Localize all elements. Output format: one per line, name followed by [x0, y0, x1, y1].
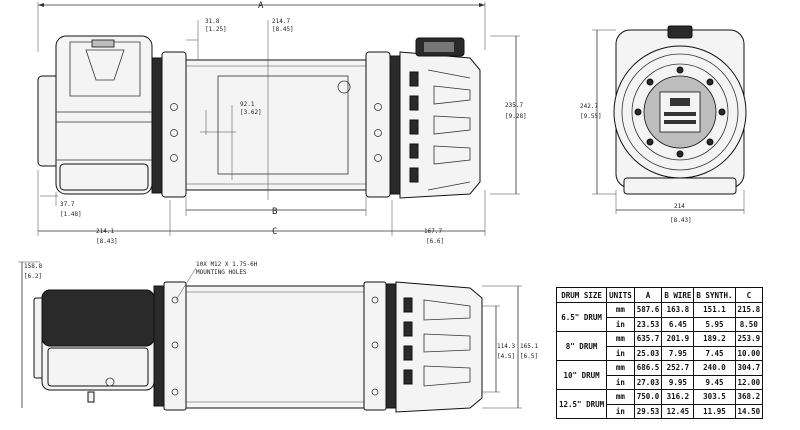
- table-cell: 5.95: [693, 316, 736, 332]
- end-view: 242.7 [9.55] 214 [8.43]: [580, 25, 747, 224]
- table-row: 6.5" DRUM mm 587.6 163.8 151.1 215.8: [555, 302, 764, 332]
- table-cell: 240.0: [693, 360, 736, 376]
- drum-size-spec-table: DRUM SIZE UNITS A B WIRE B SYNTH. C 6.5"…: [555, 287, 764, 419]
- table-cell: 7.95: [661, 345, 695, 361]
- svg-text:92.1: 92.1: [240, 101, 255, 108]
- table-cell: 252.7: [661, 360, 695, 376]
- table-cell: 303.5: [693, 389, 736, 405]
- table-cell: 12.00: [734, 374, 764, 390]
- svg-text:[4.5]: [4.5]: [497, 353, 515, 360]
- table-cell: 163.8: [661, 302, 695, 318]
- table-cell: 316.2: [661, 389, 695, 405]
- table-cell: 189.2: [693, 331, 736, 347]
- unit-cell: in: [606, 403, 635, 419]
- table-cell: 9.95: [661, 374, 695, 390]
- svg-text:[3.62]: [3.62]: [240, 109, 262, 116]
- drum-size-cell: 6.5" DRUM: [555, 302, 608, 332]
- table-row: 12.5" DRUM mm 750.0 316.2 303.5 368.2: [555, 389, 764, 419]
- table-cell: 750.0: [633, 389, 663, 405]
- svg-text:235.7: 235.7: [505, 102, 523, 109]
- unit-cell: in: [606, 345, 635, 361]
- drum-bottom: [185, 285, 365, 409]
- svg-text:C: C: [272, 227, 277, 237]
- svg-text:[8.43]: [8.43]: [670, 217, 692, 224]
- svg-text:214: 214: [674, 203, 685, 210]
- table-row: 10" DRUM mm 686.5 252.7 240.0 304.7: [555, 360, 764, 390]
- unit-cell: mm: [606, 331, 635, 347]
- table-cell: 304.7: [734, 360, 764, 376]
- dim-a-label: A: [258, 1, 264, 11]
- column-header: A: [633, 287, 663, 303]
- svg-text:[9.55]: [9.55]: [580, 113, 602, 120]
- svg-text:114.3: 114.3: [497, 343, 515, 350]
- table-cell: 25.03: [633, 345, 663, 361]
- drum-size-cell: 8" DRUM: [555, 331, 608, 361]
- column-header: UNITS: [606, 287, 635, 303]
- table-cell: 9.45: [693, 374, 736, 390]
- svg-text:10X M12 X 1.75-6H: 10X M12 X 1.75-6H: [196, 261, 258, 268]
- right-bracket: [389, 55, 401, 195]
- svg-text:165.1: 165.1: [520, 343, 538, 350]
- svg-text:167.7: 167.7: [424, 228, 442, 235]
- svg-text:[6.2]: [6.2]: [24, 273, 42, 280]
- svg-text:158.8: 158.8: [24, 263, 42, 270]
- column-header: B WIRE: [661, 287, 695, 303]
- table-cell: 7.45: [693, 345, 736, 361]
- table-row: 8" DRUM mm 635.7 201.9 189.2 253.9: [555, 331, 764, 361]
- top-view: A: [37, 1, 527, 245]
- table-cell: 368.2: [734, 389, 764, 405]
- table-cell: 686.5: [633, 360, 663, 376]
- svg-text:[6.6]: [6.6]: [426, 238, 444, 245]
- svg-text:[1.48]: [1.48]: [60, 211, 82, 218]
- svg-text:[6.5]: [6.5]: [520, 353, 538, 360]
- unit-cell: mm: [606, 389, 635, 405]
- drum-size-cell: 10" DRUM: [555, 360, 608, 390]
- svg-text:37.7: 37.7: [60, 201, 75, 208]
- unit-cell: mm: [606, 360, 635, 376]
- svg-text:B: B: [272, 207, 277, 217]
- svg-text:[9.28]: [9.28]: [505, 113, 527, 120]
- table-header-row: DRUM SIZE UNITS A B WIRE B SYNTH. C: [555, 287, 764, 303]
- gearbox-bottom: [395, 281, 483, 413]
- table-cell: 253.9: [734, 331, 764, 347]
- svg-text:[1.25]: [1.25]: [205, 26, 227, 33]
- table-cell: 27.03: [633, 374, 663, 390]
- unit-cell: in: [606, 316, 635, 332]
- bottom-view: 158.8 [6.2]: [18, 261, 538, 413]
- table-row: in 25.03 7.95 7.45 10.00: [557, 345, 764, 361]
- table-row: in 29.53 12.45 11.95 14.50: [557, 403, 764, 419]
- drum: [185, 59, 367, 191]
- column-header: C: [734, 287, 764, 303]
- table-cell: 201.9: [661, 331, 695, 347]
- svg-text:MOUNTING HOLES: MOUNTING HOLES: [196, 269, 247, 276]
- table-cell: 29.53: [633, 403, 663, 419]
- svg-text:31.8: 31.8: [205, 18, 220, 25]
- table-cell: 6.45: [661, 316, 695, 332]
- column-header: B SYNTH.: [693, 287, 736, 303]
- table-cell: 11.95: [693, 403, 736, 419]
- table-cell: 23.53: [633, 316, 663, 332]
- table-cell: 14.50: [734, 403, 764, 419]
- left-bracket: [151, 57, 163, 194]
- unit-cell: mm: [606, 302, 635, 318]
- svg-text:214.1: 214.1: [96, 228, 114, 235]
- table-cell: 215.8: [734, 302, 764, 318]
- table-cell: 587.6: [633, 302, 663, 318]
- table-cell: 10.00: [734, 345, 764, 361]
- svg-text:242.7: 242.7: [580, 103, 598, 110]
- svg-text:[8.43]: [8.43]: [96, 238, 118, 245]
- drum-size-cell: 12.5" DRUM: [555, 389, 608, 419]
- column-header: DRUM SIZE: [555, 287, 608, 303]
- svg-text:214.7: 214.7: [272, 18, 290, 25]
- table-cell: 8.50: [734, 316, 764, 332]
- table-cell: 12.45: [661, 403, 695, 419]
- table-cell: 151.1: [693, 302, 736, 318]
- unit-cell: in: [606, 374, 635, 390]
- svg-text:[8.45]: [8.45]: [272, 26, 294, 33]
- table-cell: 635.7: [633, 331, 663, 347]
